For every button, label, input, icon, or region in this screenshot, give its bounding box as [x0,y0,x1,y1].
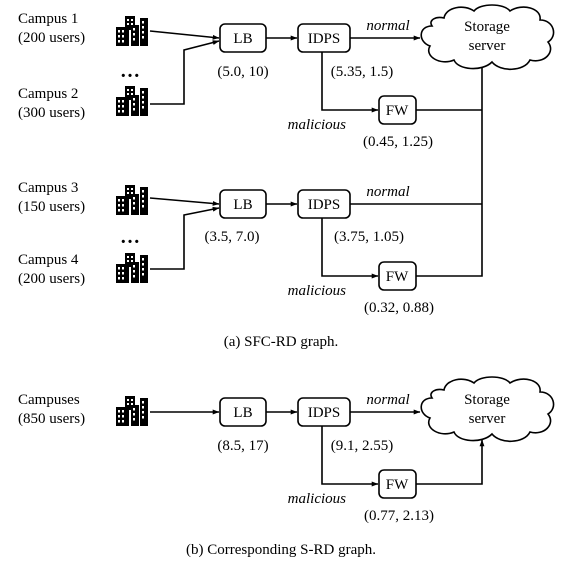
edge-campus1-lb [149,30,220,40]
idps-node-2-value: (3.75, 1.05) [334,229,404,245]
lb-node-2 [219,189,267,219]
storage-server-cloud-icon [420,376,555,443]
campuses-users: (850 users) [18,411,85,427]
lb-node-1-label: LB [233,31,252,47]
normal-label-1: normal [366,18,409,34]
building-icon [116,396,148,426]
campus-3-name: Campus 3 [18,180,78,196]
caption-b: (b) Corresponding S-RD graph. [186,542,376,558]
storage-label-line2: server [469,38,506,54]
campus-4-name: Campus 4 [18,252,79,268]
edge-campus3-lb [149,197,220,206]
lb-node-b-label: LB [233,405,252,421]
fw-node-2-value: (0.32, 0.88) [364,300,434,316]
storage-label-b-line1: Storage [464,392,510,408]
caption-a: (a) SFC-RD graph. [224,334,339,350]
lb-node-1 [219,23,267,53]
fw-node-2 [378,261,417,291]
fw-node-2-label: FW [386,269,409,285]
fw-node-1-label: FW [386,103,409,119]
campus-1-users: (200 users) [18,30,85,46]
storage-label-line1: Storage [464,19,510,35]
normal-label-b: normal [366,392,409,408]
graph-a: Campus 1 (200 users) … Campus 2 (300 use… [18,4,555,350]
fw-node-1-value: (0.45, 1.25) [363,134,433,150]
building-icon [116,253,148,283]
idps-node-1-label: IDPS [308,31,341,47]
lb-node-2-label: LB [233,197,252,213]
edge-campus4-lb [150,206,220,270]
ellipsis-1: … [120,60,140,82]
edge-idps-fw-malicious-2 [321,218,379,279]
campus-4-users: (200 users) [18,271,85,287]
idps-node-2 [297,189,351,219]
fw-node-1 [378,95,417,125]
idps-node-2-label: IDPS [308,197,341,213]
lb-node-b-value: (8.5, 17) [217,438,268,454]
fw-node-b-label: FW [386,477,409,493]
fw-node-b [378,469,417,499]
edge-idps-fw-malicious-b [321,426,379,487]
normal-label-2: normal [366,184,409,200]
lb-node-1-value: (5.0, 10) [217,64,268,80]
fw-node-b-value: (0.77, 2.13) [364,508,434,524]
lb-node-b [219,397,267,427]
edge-campus2-lb [150,40,220,105]
edge-fw-storage-b [416,439,485,485]
edge-idps-fw-malicious [321,52,379,113]
idps-node-1-value: (5.35, 1.5) [331,64,394,80]
idps-node-1 [297,23,351,53]
malicious-label-2: malicious [288,283,346,299]
malicious-label-1: malicious [288,117,346,133]
malicious-label-b: malicious [288,491,346,507]
lb-node-2-value: (3.5, 7.0) [205,229,260,245]
building-icon [116,16,148,46]
campus-2-name: Campus 2 [18,86,78,102]
storage-label-b-line2: server [469,411,506,427]
campus-3-users: (150 users) [18,199,85,215]
idps-node-b-value: (9.1, 2.55) [331,438,394,454]
graph-b: Campuses (850 users) LB (8.5, 17) IDPS (… [18,376,555,558]
edge-to-storage-vertical [416,59,485,277]
campuses-name: Campuses [18,392,80,408]
idps-node-b [297,397,351,427]
building-icon [116,185,148,215]
building-icon [116,86,148,116]
ellipsis-2: … [120,226,140,248]
campus-2-users: (300 users) [18,105,85,121]
idps-node-b-label: IDPS [308,405,341,421]
campus-1-name: Campus 1 [18,11,78,27]
